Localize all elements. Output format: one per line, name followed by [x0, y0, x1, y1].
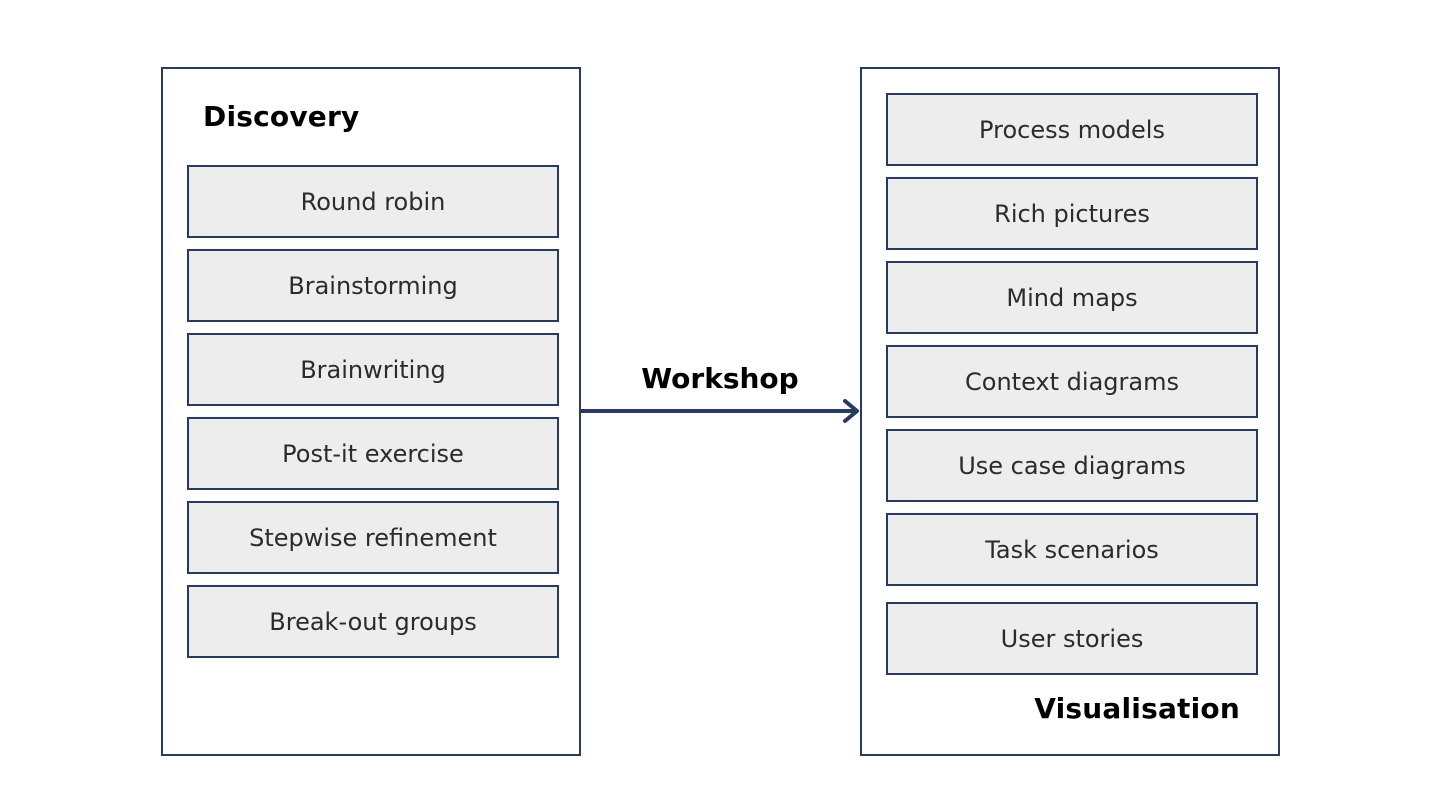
discovery-item-break-out-groups: Break-out groups [187, 585, 559, 658]
visualisation-title: Visualisation [1034, 692, 1240, 725]
discovery-title: Discovery [203, 100, 360, 133]
visualisation-item-rich-pictures: Rich pictures [886, 177, 1258, 250]
workshop-label: Workshop [641, 362, 799, 395]
visualisation-item-context-diagrams: Context diagrams [886, 345, 1258, 418]
visualisation-item-task-scenarios: Task scenarios [886, 513, 1258, 586]
discovery-item-stepwise-refinement: Stepwise refinement [187, 501, 559, 574]
visualisation-panel: Process models Rich pictures Mind maps C… [860, 67, 1280, 756]
workshop-arrow [580, 399, 859, 423]
discovery-item-round-robin: Round robin [187, 165, 559, 238]
arrow-head [843, 399, 859, 423]
discovery-item-brainstorming: Brainstorming [187, 249, 559, 322]
visualisation-item-process-models: Process models [886, 93, 1258, 166]
visualisation-item-mind-maps: Mind maps [886, 261, 1258, 334]
discovery-panel: Discovery Round robin Brainstorming Brai… [161, 67, 581, 756]
discovery-item-brainwriting: Brainwriting [187, 333, 559, 406]
visualisation-item-use-case-diagrams: Use case diagrams [886, 429, 1258, 502]
visualisation-item-user-stories: User stories [886, 602, 1258, 675]
discovery-item-post-it-exercise: Post-it exercise [187, 417, 559, 490]
